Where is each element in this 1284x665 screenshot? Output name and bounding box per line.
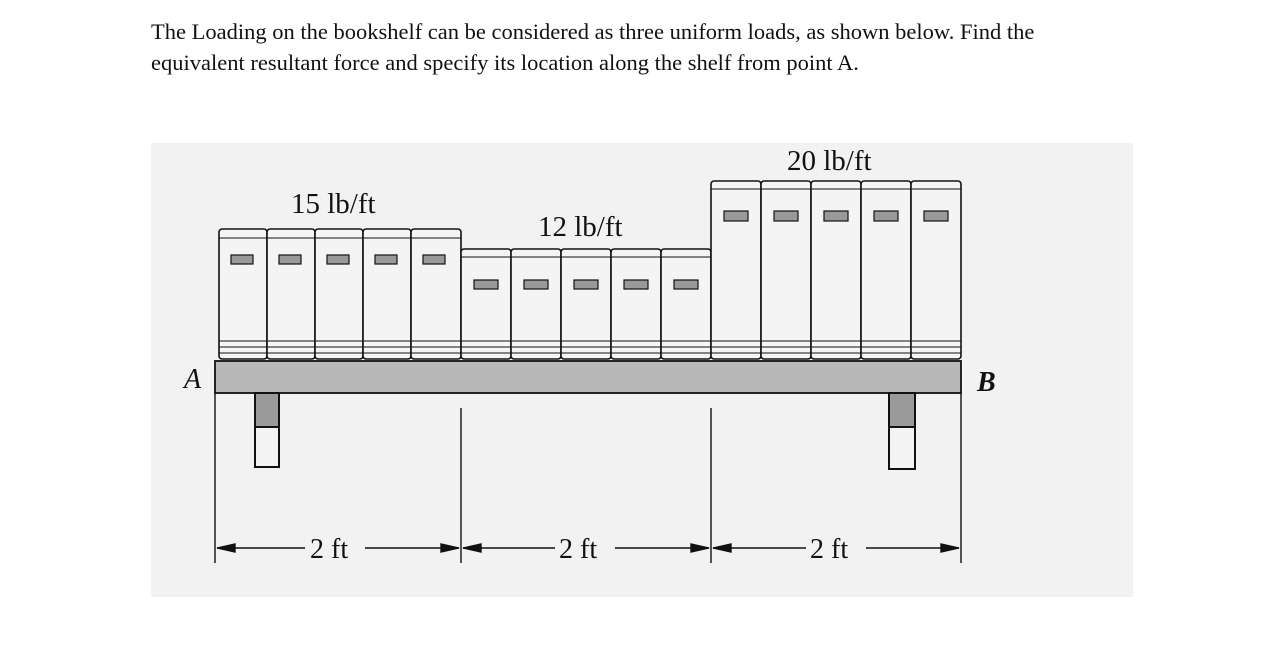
bookshelf-figure: 15 lb/ft 12 lb/ft 20 lb/ft A B 2 ft 2 ft… <box>151 143 1133 597</box>
point-b-label: B <box>976 367 996 398</box>
load-label-15: 15 lb/ft <box>291 188 376 220</box>
shelf-board <box>214 360 962 394</box>
dimension-label-3: 2 ft <box>810 534 848 565</box>
right-support <box>888 392 916 470</box>
problem-line-2: equivalent resultant force and specify i… <box>151 50 859 75</box>
load-label-20: 20 lb/ft <box>787 145 872 177</box>
book-group-12 <box>460 248 712 360</box>
left-support <box>254 392 280 468</box>
dimension-label-2: 2 ft <box>559 534 597 565</box>
load-label-12: 12 lb/ft <box>538 211 623 243</box>
dimension-extension-lines <box>214 393 962 563</box>
dimension-label-1: 2 ft <box>310 534 348 565</box>
problem-line-1: The Loading on the bookshelf can be cons… <box>151 19 1035 44</box>
book-group-20 <box>710 180 962 360</box>
dimension-lines <box>216 543 960 553</box>
book-group-15 <box>218 228 462 360</box>
point-a-label: A <box>182 364 202 395</box>
problem-statement: The Loading on the bookshelf can be cons… <box>151 16 1151 78</box>
